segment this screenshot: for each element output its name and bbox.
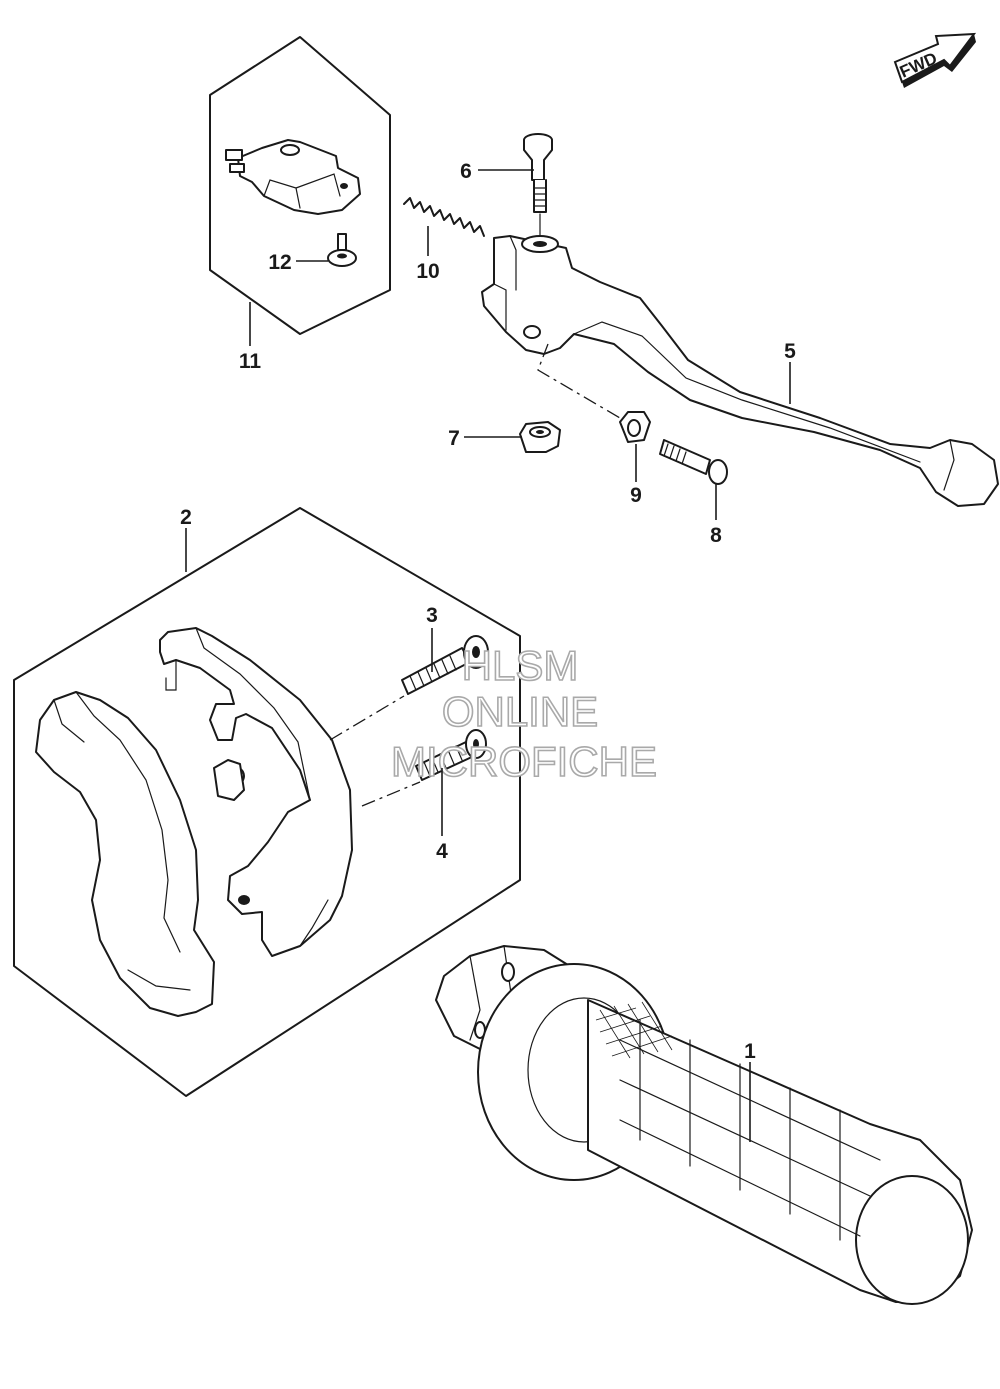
callout-1: 1 bbox=[744, 1040, 756, 1063]
screw-12-part bbox=[327, 233, 357, 267]
screw-4-part bbox=[415, 729, 487, 781]
watermark-line-1: HLSM bbox=[462, 642, 579, 689]
spring-10-part bbox=[403, 197, 485, 237]
bolt-8-part bbox=[659, 439, 728, 485]
fwd-arrow-icon: FWD bbox=[893, 32, 977, 88]
callout-12: 12 bbox=[268, 251, 291, 274]
callout-11: 11 bbox=[239, 350, 262, 373]
callout-2: 2 bbox=[180, 506, 192, 529]
callout-5: 5 bbox=[784, 340, 796, 363]
leader-lines bbox=[185, 169, 791, 1142]
nut-7-part bbox=[519, 421, 561, 453]
clutch-switch-part bbox=[225, 139, 361, 215]
pivot-bolt-6-part bbox=[523, 133, 553, 245]
lever-5-part bbox=[481, 235, 999, 507]
holder-clamp-part bbox=[35, 691, 215, 1017]
watermark-line-2: ONLINE bbox=[442, 688, 598, 735]
nut-9-part bbox=[619, 411, 651, 443]
callout-8: 8 bbox=[710, 524, 722, 547]
grip-1-part bbox=[435, 945, 973, 1305]
callout-labels: 1 2 3 4 5 6 7 8 9 10 11 12 bbox=[180, 160, 796, 1063]
holder-upper-part bbox=[159, 627, 353, 957]
callout-10: 10 bbox=[416, 260, 439, 283]
callout-9: 9 bbox=[630, 484, 642, 507]
screw-3-part bbox=[401, 635, 489, 695]
callout-7: 7 bbox=[448, 427, 460, 450]
callout-6: 6 bbox=[460, 160, 472, 183]
watermark: HLSM ONLINE MICROFICHE bbox=[390, 641, 658, 786]
callout-4: 4 bbox=[436, 840, 448, 863]
watermark-line-3: MICROFICHE bbox=[391, 738, 657, 785]
callout-3: 3 bbox=[426, 604, 438, 627]
